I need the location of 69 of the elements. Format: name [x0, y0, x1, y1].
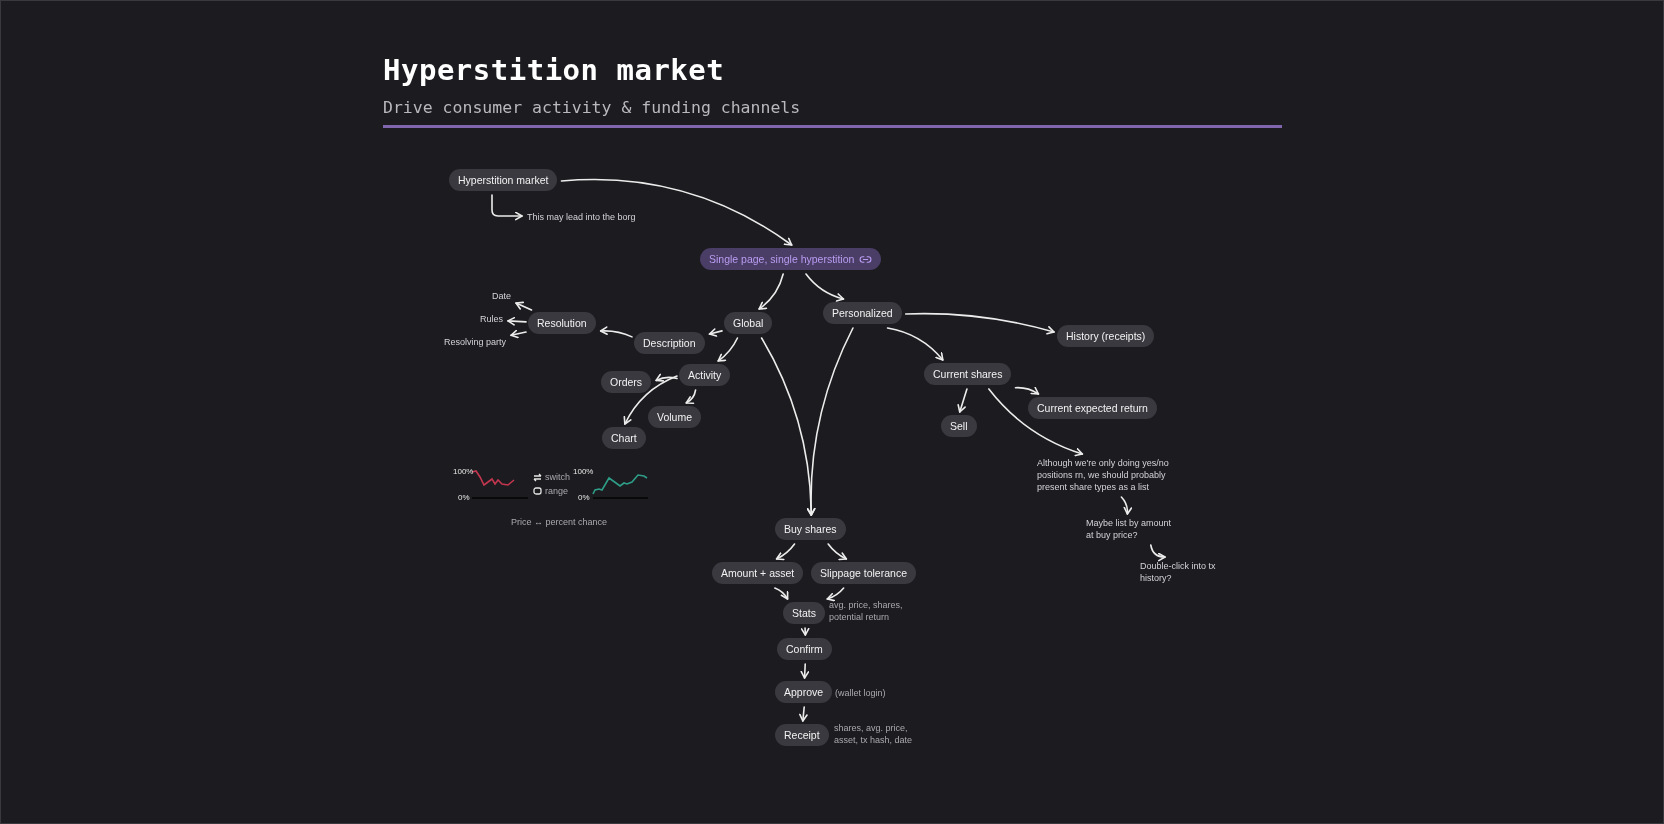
- topic-pill: Description: [634, 332, 705, 354]
- chart-option-label: switch: [545, 471, 570, 483]
- topic-pill: Global: [724, 312, 773, 334]
- highlighted-topic-pill: [700, 248, 882, 270]
- topic-pill: Approve: [775, 681, 833, 703]
- arrow: [799, 706, 808, 722]
- note-text: This may lead into the borg: [527, 211, 636, 223]
- arrow: [510, 329, 527, 339]
- arrow: [515, 301, 533, 311]
- annotation-text: (wallet login): [835, 687, 887, 699]
- topic-pill: Confirm: [777, 638, 832, 660]
- topic-pill: Volume: [648, 406, 702, 428]
- note-text: Double-click into tx history?: [1140, 560, 1226, 584]
- arrow: [708, 328, 723, 337]
- axis-min-label: 0%: [458, 493, 470, 503]
- topic-pill: History (receipts): [1057, 325, 1155, 347]
- topic-pill: Slippage tolerance: [811, 562, 916, 584]
- note-text: Although we're only doing yes/no positions rn, we should probably present share types as a list: [1037, 457, 1189, 493]
- arrow: [655, 373, 678, 382]
- arrow: [1014, 386, 1040, 395]
- arrow: [806, 327, 854, 516]
- arrow: [623, 375, 678, 425]
- arrow: [717, 337, 739, 362]
- topic-pill: Current expected return: [1028, 397, 1157, 419]
- page-title: Hyperstition market: [383, 53, 725, 87]
- arrow: [1150, 544, 1166, 562]
- topic-pill: Orders: [601, 371, 652, 393]
- arrow: [904, 312, 1055, 335]
- topic-pill: Amount + asset: [712, 562, 804, 584]
- topic-pill: Resolution: [528, 312, 596, 334]
- arrow: [758, 273, 784, 310]
- note-text: Maybe list by amount at buy price?: [1086, 517, 1178, 541]
- chart-option-label: range: [545, 485, 569, 497]
- arrow: [774, 587, 789, 600]
- arrow: [1120, 496, 1133, 515]
- axis-max-label: 100%: [453, 467, 474, 477]
- arrow: [507, 316, 527, 326]
- topic-pill: Activity: [679, 364, 731, 386]
- arrow: [685, 389, 697, 404]
- topic-pill: Sell: [941, 415, 977, 437]
- chart-caption: Price ↔ percent chance: [511, 516, 608, 528]
- arrow: [957, 388, 968, 413]
- topic-pill: Buy shares: [775, 518, 846, 540]
- pill-label: Single page, single hyperstition: [709, 252, 855, 266]
- arrow: [826, 587, 845, 602]
- axis-min-label: 0%: [578, 493, 590, 503]
- note-text: Date: [492, 290, 511, 302]
- page-subtitle: Drive consumer activity & funding channels: [383, 98, 801, 117]
- annotation-text: avg. price, shares, potential return: [829, 599, 904, 623]
- arrow: [827, 543, 848, 561]
- arrow: [805, 273, 845, 302]
- note-text: Rules: [480, 313, 503, 325]
- arrow: [800, 663, 810, 679]
- arrow: [760, 337, 816, 516]
- topic-pill: Personalized: [823, 302, 902, 324]
- topic-pill: Hyperstition market: [449, 169, 558, 191]
- topic-pill: Stats: [783, 602, 825, 624]
- arrow: [886, 327, 944, 361]
- arrow: [800, 627, 810, 636]
- arrow: [988, 388, 1084, 457]
- topic-pill: Chart: [602, 427, 646, 449]
- arrow: [560, 178, 793, 246]
- topic-pill: Current shares: [924, 363, 1012, 385]
- note-text: Resolving party: [444, 336, 507, 348]
- axis-max-label: 100%: [573, 467, 594, 477]
- topic-pill: Receipt: [775, 724, 829, 746]
- arrow: [775, 543, 796, 561]
- arrow: [599, 326, 633, 338]
- annotation-text: shares, avg. price, asset, tx hash, date: [834, 722, 914, 746]
